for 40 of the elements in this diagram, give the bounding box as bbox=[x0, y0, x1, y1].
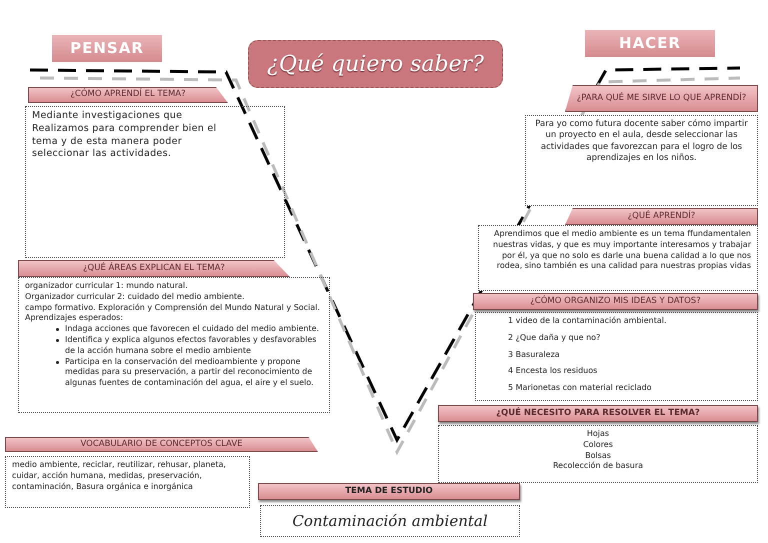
heading-banner: ¿CÓMO APRENDÍ EL TEMA? bbox=[28, 87, 228, 103]
title-banner: ¿Qué quiero saber? bbox=[248, 40, 503, 88]
dotted-text-box bbox=[25, 106, 285, 258]
list-item: Colores bbox=[582, 440, 614, 451]
list-item: Recolección de basura bbox=[552, 461, 644, 472]
heading-banner: ¿QUÉ APRENDÍ? bbox=[565, 208, 758, 225]
list-item: Bolsas bbox=[584, 450, 612, 462]
dotted-text-box bbox=[438, 425, 758, 483]
dotted-text-box bbox=[525, 115, 758, 206]
bullet-text: Indaga acciones que favorecen el cuidado del medio ambiente. bbox=[65, 324, 320, 334]
list-item: 2 ¿Que daña y que no? bbox=[508, 332, 602, 344]
body-text: Para yo como futura docente saber cómo impartir un proyecto en el aula, desde seleccionar las actividades que favorezcan para el logro de los aprendizajes en los niños. bbox=[534, 119, 749, 165]
heading-banner: ¿QUÉ NECESITO PARA RESOLVER EL TEMA? bbox=[438, 405, 758, 422]
heading-banner: TEMA DE ESTUDIO bbox=[258, 483, 520, 500]
body-text: Mediante investigaciones que Realizamos para comprender bien el tema y de esta manera poder seleccionar las actividades. bbox=[32, 110, 218, 162]
body-text: Aprendizajes esperados: bbox=[25, 313, 124, 324]
body-text: medio ambiente, reciclar, reutilizar, rehusar, planeta, cuidar, acción humana, medidas, preservación, contaminación, Basura orgánica e inorgánica bbox=[12, 460, 227, 492]
bullet-text: Identifica y explica algunos efectos favorables y desfavorables de la acción humana sobre el medio ambiente bbox=[65, 334, 316, 355]
dotted-text-box bbox=[5, 456, 250, 508]
body-text: campo formativo. Exploración y Comprensión del Mundo Natural y Social. bbox=[25, 302, 321, 314]
heading-banner: VOCABULARIO DE CONCEPTOS CLAVE bbox=[5, 437, 318, 452]
heading-banner: PENSAR bbox=[52, 35, 162, 62]
heading-banner: ¿QUÉ ÁREAS EXPLICAN EL TEMA? bbox=[18, 260, 290, 277]
dotted-text-box bbox=[475, 312, 758, 401]
body-text: organizador curricular 1: mundo natural. bbox=[25, 281, 189, 292]
heading-banner: ¿CÓMO ORGANIZO MIS IDEAS Y DATOS? bbox=[473, 293, 758, 310]
heading-banner: HACER bbox=[585, 30, 715, 57]
dotted-text-box bbox=[478, 225, 758, 291]
body-text: Contaminación ambiental bbox=[291, 511, 489, 532]
list-item: 5 Marionetas con material reciclado bbox=[508, 383, 653, 394]
list-item: 1 video de la contaminación ambiental. bbox=[508, 316, 668, 327]
dotted-text-box bbox=[260, 505, 520, 537]
body-text: Organizador curricular 2: cuidado del medio ambiente. bbox=[25, 292, 246, 303]
body-text: Aprendimos que el medio ambiente es un tema ffundamentalen nuestras vidas, y que es muy importante interesamos y trabajar por él, ya que no solo es darle una buena calidad a lo que nos rodea, sino también es una calidad para nuestras propias vidas bbox=[492, 229, 751, 272]
heading-banner: ¿PARA QUÉ ME SIRVE LO QUE APRENDÍ? bbox=[565, 85, 758, 112]
list-item: Hojas bbox=[586, 429, 610, 440]
bullet-text: Participa en la conservación del medioambiente y propone medidas para su preservación, a partir del reconocimiento de algunas fuentes de contaminación del agua, el aire y el suelo. bbox=[65, 356, 314, 388]
list-item: 4 Encesta los residuos bbox=[508, 366, 598, 378]
dotted-text-box bbox=[18, 277, 330, 413]
list-item: 3 Basuraleza bbox=[508, 350, 561, 360]
